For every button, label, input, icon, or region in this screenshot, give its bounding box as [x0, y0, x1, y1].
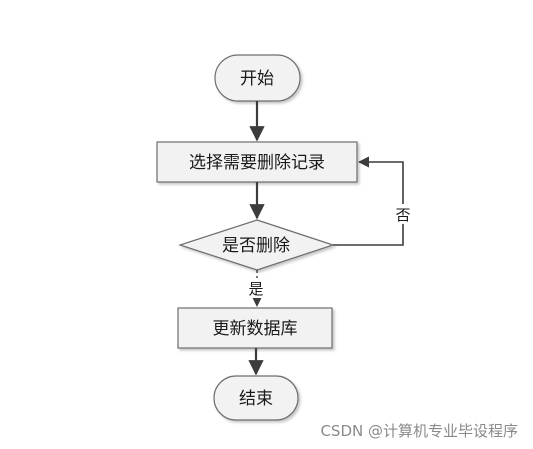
decision-node: 是否删除	[178, 219, 335, 271]
update-database-label: 更新数据库	[213, 319, 298, 339]
yes-edge-label: 是	[248, 280, 263, 298]
arrow-no-loop	[333, 156, 404, 246]
update-database-node: 更新数据库	[177, 307, 333, 349]
select-records-label: 选择需要删除记录	[189, 153, 325, 173]
yes-label-bg	[246, 278, 266, 298]
end-label: 结束	[239, 389, 273, 409]
end-node: 结束	[213, 375, 299, 421]
no-edge-label: 否	[395, 206, 410, 224]
watermark-text: CSDN @计算机专业毕设程序	[320, 422, 518, 440]
start-node: 开始	[214, 54, 301, 102]
select-records-node: 选择需要删除记录	[156, 141, 358, 183]
decision-label: 是否删除	[222, 236, 290, 256]
start-label: 开始	[240, 69, 274, 89]
no-label-bg	[394, 204, 412, 224]
